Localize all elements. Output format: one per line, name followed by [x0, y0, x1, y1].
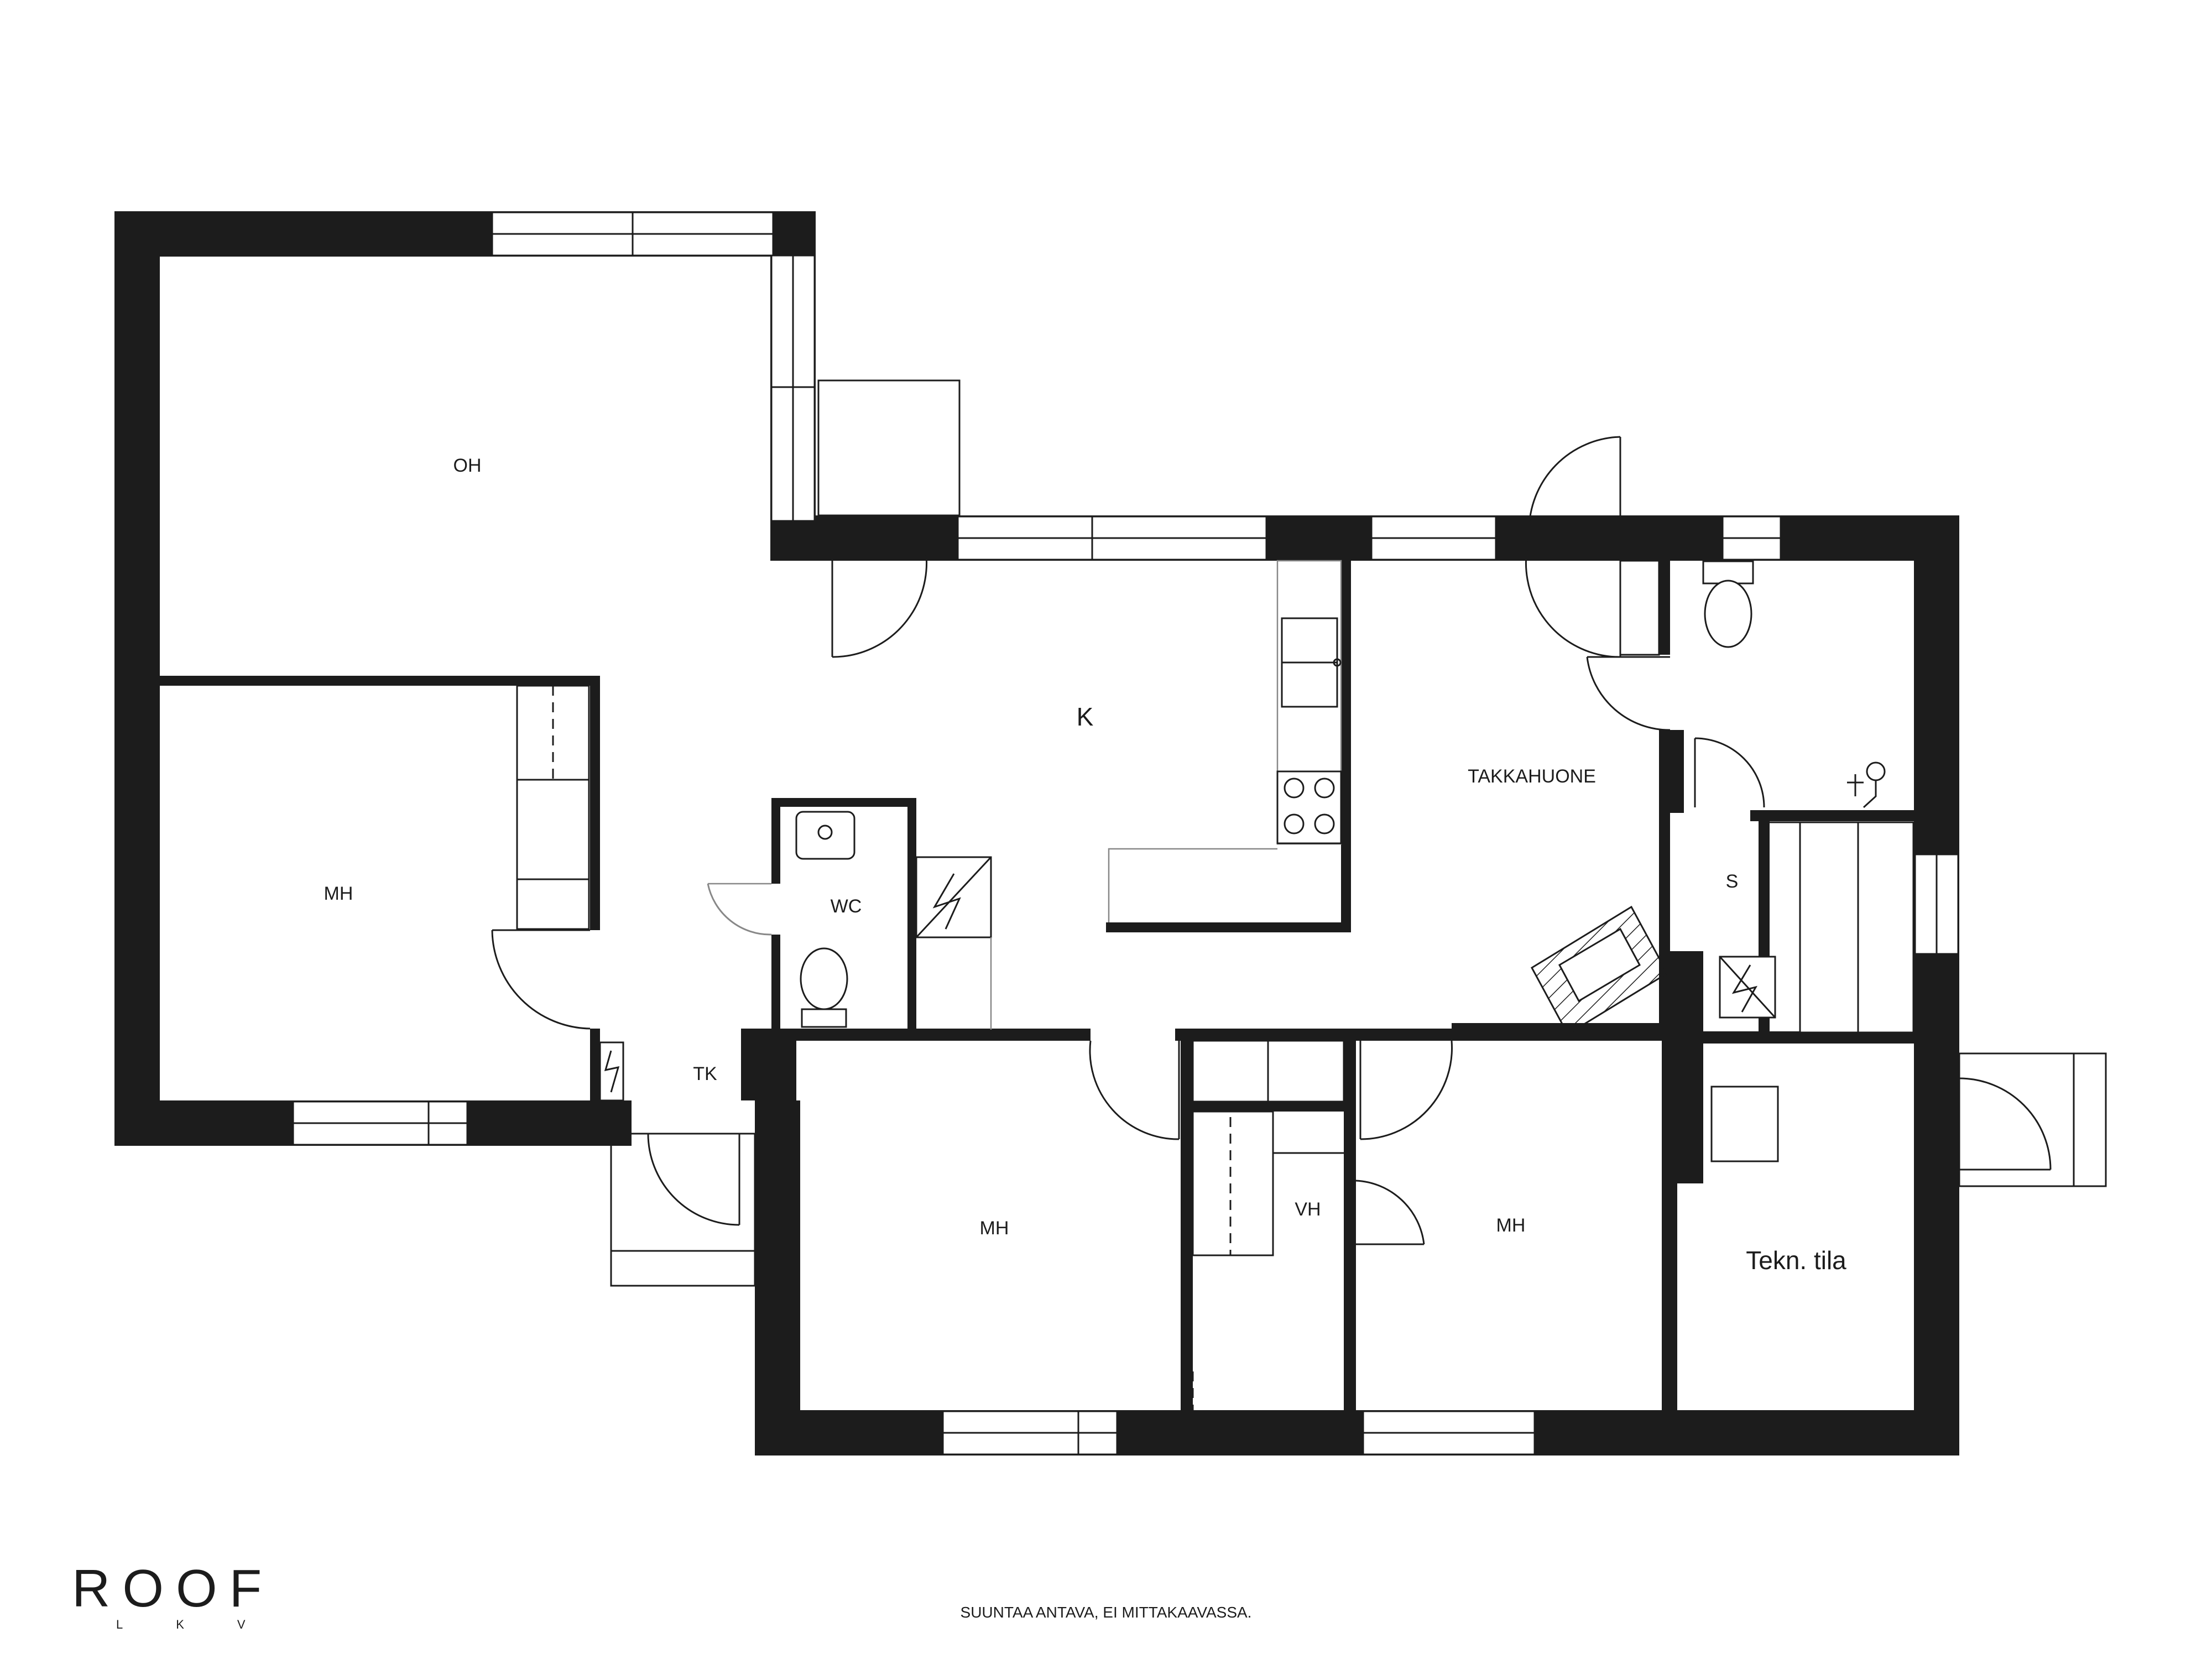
- exterior-walls: [114, 211, 1959, 1455]
- room-label-wc: WC: [831, 896, 862, 917]
- wall-oh-mh: [160, 676, 600, 686]
- windows: [292, 211, 1959, 1455]
- wc-washbasin-icon: [795, 811, 855, 860]
- wall-wc-top: [771, 798, 916, 807]
- boiler-icon: [1710, 1086, 1779, 1162]
- wall-mh-tk: [590, 1029, 600, 1112]
- room-label-oh: OH: [453, 455, 482, 476]
- door-tekn-arc: [1959, 1077, 2052, 1170]
- door-s-arc: [1694, 737, 1765, 808]
- wall-right-notch: [1914, 1034, 1959, 1078]
- room-label-mh-center: MH: [980, 1218, 1009, 1239]
- wall-tk-right: [741, 1029, 796, 1100]
- wall-wc-left: [771, 798, 780, 884]
- wc-toilet-tank-icon: [801, 1008, 847, 1028]
- interior-walls: [160, 561, 1959, 1421]
- room-label-tekn: Tekn. tila: [1746, 1246, 1846, 1275]
- door-mh-left-arc: [491, 930, 591, 1030]
- shower-icon: [1866, 761, 1886, 781]
- wardrobe-mh-left: [516, 685, 590, 930]
- door-tk-arc: [647, 1133, 740, 1226]
- wall-s-bottom: [1670, 1031, 1914, 1044]
- room-label-mh-left: MH: [324, 883, 353, 904]
- bath-toilet-icon: [1704, 580, 1752, 648]
- wall-counter-bottom: [1106, 922, 1351, 932]
- room-labels: OH MH K WC TAKKAHUONE S TK MH VH MH Tekn…: [324, 455, 1847, 1275]
- wall-bath-bottom: [1750, 810, 1914, 821]
- wall-mh-vh: [1181, 1034, 1193, 1421]
- wall-mh-right: [590, 676, 600, 930]
- room-label-vh: VH: [1295, 1199, 1321, 1220]
- room-label-tk: TK: [693, 1063, 717, 1084]
- wall-mh-tekn: [1662, 1034, 1677, 1421]
- room-label-s: S: [1726, 871, 1739, 892]
- door-mh-right-arc: [1360, 1040, 1453, 1140]
- wall-hall-lower-2: [1175, 1029, 1452, 1041]
- disclaimer-text: SUUNTAA ANTAVA, EI MITTAKAAVASSA.: [960, 1604, 1252, 1621]
- door-takka-out-arc: [1528, 436, 1621, 531]
- wall-s-left: [1659, 730, 1684, 813]
- logo-main-text: ROOF: [72, 1559, 274, 1618]
- fixtures: [516, 560, 1914, 1410]
- door-vh-arc: [1355, 1180, 1425, 1245]
- room-label-takkahuone: TAKKAHUONE: [1468, 766, 1596, 787]
- room-label-mh-right: MH: [1496, 1215, 1526, 1236]
- tekn-porch: [1958, 1052, 2107, 1187]
- wall-wc-right: [907, 798, 916, 1036]
- doors: [491, 379, 2107, 1287]
- wc-toilet-icon: [800, 947, 848, 1010]
- wall-lower-left: [755, 1100, 800, 1455]
- door-entry-bottom-arc: [832, 539, 928, 658]
- door-wc-arc: [707, 883, 772, 936]
- wall-vh-mh: [1344, 1034, 1356, 1421]
- room-label-k: K: [1077, 702, 1094, 731]
- wall-bath-left: [1659, 561, 1670, 655]
- vh-shelf: [1192, 1110, 1274, 1256]
- brand-logo: ROOF LKV: [72, 1562, 282, 1632]
- sauna-bench-icon: [1799, 821, 1914, 1034]
- wall-vh-top: [1181, 1102, 1355, 1112]
- wall-left: [114, 211, 160, 1146]
- entry-step: [817, 379, 961, 517]
- door-mh-center-arc: [1089, 1040, 1180, 1140]
- wall-right: [1914, 515, 1959, 1455]
- wall-bottom-right: [755, 1410, 1959, 1455]
- logo-sub-text: LKV: [116, 1618, 299, 1631]
- wall-wc-left-2: [771, 935, 780, 1034]
- tk-porch: [610, 1133, 756, 1287]
- door-bath-arc: [1586, 656, 1671, 731]
- wall-k-takka: [1341, 561, 1351, 932]
